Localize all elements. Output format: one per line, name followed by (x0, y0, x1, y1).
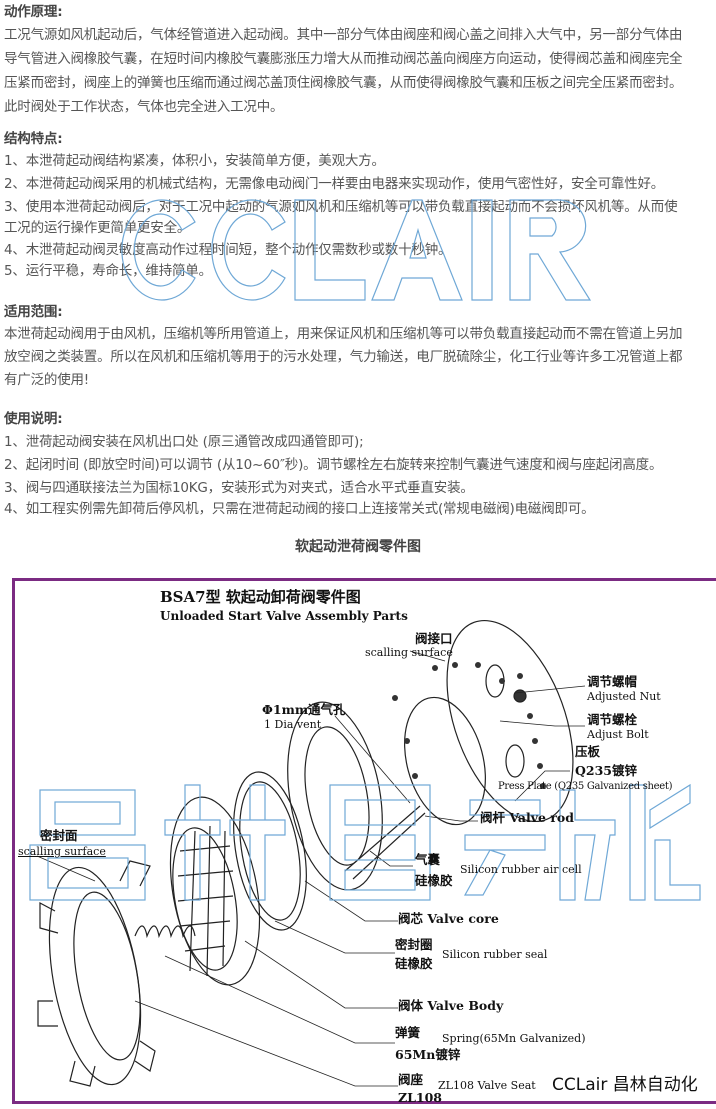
label-seal-face-en: scalling surface (18, 845, 106, 858)
label-plate-cn: 压板 (575, 744, 601, 759)
label-rod: 阀杆 Valve rod (480, 810, 574, 825)
label-plate-material: Q235镀锌 (575, 763, 637, 778)
section-heading-usage: 使用说明: (4, 411, 63, 427)
label-nut-en: Adjusted Nut (587, 690, 661, 703)
label-seal-face-cn: 密封面 (40, 828, 78, 843)
list-item: 3、阀与四通联接法兰为国标10KG，安装形式为对夹式，适合水平式垂直安装。 (4, 480, 474, 496)
paragraph-line: 此时阀处于工作状态，气体也完全进入工况中。 (4, 99, 284, 115)
paragraph-line: 压紧而密封，阀座上的弹簧也压缩而通过阀芯盖顶住阀橡胶气囊，从而使得阀橡胶气囊和压… (4, 75, 683, 91)
label-bolt-en: Adjust Bolt (587, 728, 649, 741)
label-aircell-material: 硅橡胶 (415, 873, 453, 888)
section-heading-features: 结构特点: (4, 131, 63, 147)
diagram-title-cn: BSA7型 软起动卸荷阀零件图 (160, 588, 361, 606)
label-spring-en: Spring(65Mn Galvanized) (442, 1032, 586, 1045)
label-spring-cn: 弹簧 (395, 1025, 421, 1040)
label-aircell-en: Silicon rubber air cell (460, 863, 582, 876)
list-item: 工况的运行操作更简单更安全。 (4, 220, 191, 236)
label-sealring-cn: 密封圈 (395, 937, 433, 952)
paragraph-line: 导气管进入阀橡胶气囊，在短时间内橡胶气囊膨涨压力增大从而推动阀芯盖向阀座方向运动… (4, 51, 683, 67)
label-plate-en: Press Plate (Q235 Galvanized sheet) (498, 781, 673, 792)
label-sealring-material: 硅橡胶 (395, 956, 433, 971)
exploded-drawing (36, 619, 586, 1087)
label-sealring-en: Silicon rubber seal (442, 948, 548, 961)
section-heading-principle: 动作原理: (4, 4, 63, 20)
label-seat-grade: ZL108 (398, 1090, 443, 1105)
diagram-title-en: Unloaded Start Valve Assembly Parts (160, 609, 408, 623)
label-nut-cn: 调节螺帽 (587, 674, 638, 689)
assembly-diagram (12, 578, 716, 1104)
label-interface-en: scalling surface (365, 646, 453, 659)
list-item: 2、起闭时间 (即放空时间)可以调节 (从10~60″秒)。调节螺栓左右旋转来控… (4, 457, 663, 473)
list-item: 1、泄荷起动阀安装在风机出口处 (原三通管改成四通管即可); (4, 434, 364, 450)
figure-caption: 软起动泄荷阀零件图 (295, 539, 421, 555)
paragraph-line: 本泄荷起动阀用于由风机，压缩机等所用管道上，用来保证风机和压缩机等可以带负载直接… (4, 326, 683, 342)
list-item: 4、如工程实例需先卸荷后停风机，只需在泄荷起动阀的接口上连接常关式(常规电磁阀)… (4, 501, 595, 517)
section-heading-scope: 适用范围: (4, 304, 63, 320)
label-spring-material: 65Mn镀锌 (395, 1047, 461, 1062)
list-item: 5、运行平稳，寿命长，维持简单。 (4, 263, 212, 279)
label-body: 阀体 Valve Body (398, 998, 504, 1013)
list-item: 1、本泄荷起动阀结构紧凑，体积小，安装简单方便，美观大方。 (4, 153, 385, 169)
label-vent-cn: Φ1mm通气孔 (262, 702, 346, 717)
label-interface-cn: 阀接口 (415, 631, 453, 646)
paragraph-line: 工况气源如风机起动后，气体经管道进入起动阀。其中一部分气体由阀座和阀心盖之间排入… (4, 27, 683, 43)
list-item: 3、使用本泄荷起动阀后，对于工况中起动的气源如风机和压缩机等可以带负载直接起动而… (4, 199, 678, 215)
label-seat-en: ZL108 Valve Seat (438, 1079, 536, 1092)
paragraph-line: 放空阀之类装置。所以在风机和压缩机等用于的污水处理，气力输送，电厂脱硫除尘，化工… (4, 349, 683, 365)
brand-logo-text: CCLair 昌林自动化 (552, 1075, 698, 1095)
press-plate-shape (446, 619, 574, 823)
label-aircell-cn: 气囊 (415, 852, 441, 867)
label-bolt-cn: 调节螺栓 (587, 712, 638, 727)
list-item: 2、本泄荷起动阀采用的机械式结构，无需像电动阀门一样要由电器来实现动作，使用气密… (4, 176, 665, 192)
list-item: 4、木泄荷起动阀灵敏度高动作过程时间短，整个动作仅需数秒或数十秒钟。 (4, 242, 452, 258)
paragraph-line: 有广泛的使用! (4, 372, 90, 388)
label-core: 阀芯 Valve core (398, 911, 499, 926)
label-vent-en: 1 Dia vent (264, 718, 322, 731)
label-seat-cn: 阀座 (398, 1072, 424, 1087)
